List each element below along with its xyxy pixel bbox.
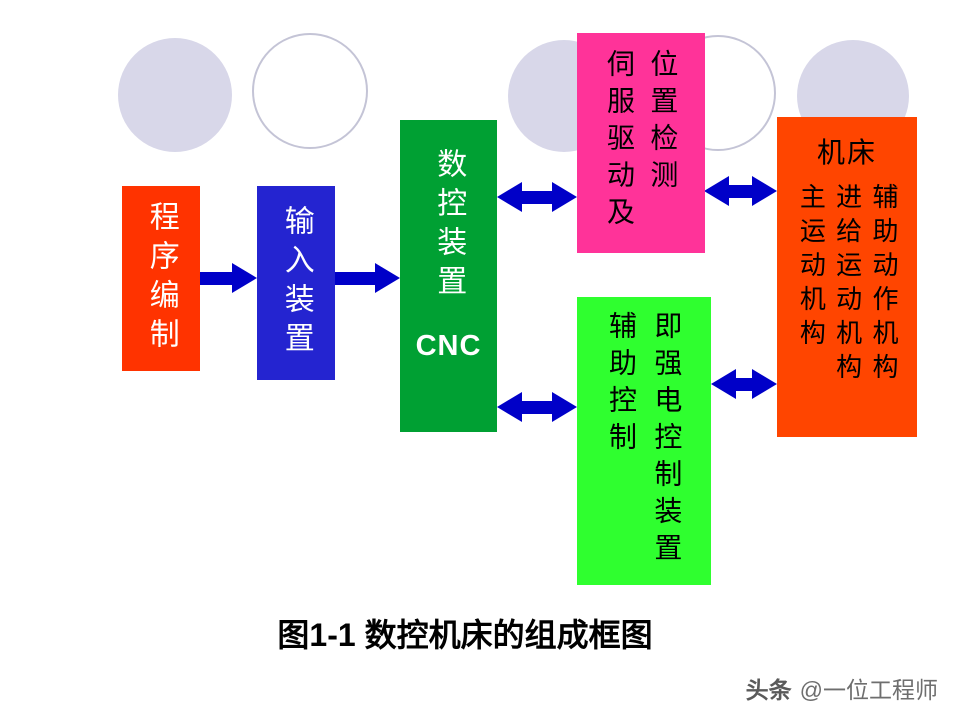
arrow-shaft — [736, 377, 752, 391]
arrow-servo-machine — [704, 176, 777, 206]
watermark-brand: 头条 — [745, 677, 792, 703]
box-machine-title: 机床 — [816, 137, 877, 168]
box-cnc-label: 数控装置 — [432, 148, 466, 304]
box-machine-tool: 机床 主运动机构 进给运动机构 辅助动作机构 — [777, 117, 917, 437]
arrow-head-left-icon — [711, 369, 736, 399]
box-program-label: 程序编制 — [144, 200, 178, 357]
arrow-head-right-icon — [752, 369, 777, 399]
arrow-shaft — [729, 184, 752, 198]
box-machine-columns: 主运动机构 进给运动机构 辅助动作机构 — [796, 183, 899, 387]
arrow-head-left-icon — [497, 392, 522, 422]
box-program-compilation: 程序编制 — [122, 186, 200, 371]
box-servo-column-1: 伺服驱动及 — [604, 49, 635, 234]
arrow-cnc-servo — [497, 182, 577, 212]
box-input-label: 输入装置 — [279, 205, 313, 361]
box-cnc-sublabel: CNC — [415, 330, 482, 362]
box-aux-column-2: 即强电控制装置 — [651, 311, 683, 570]
arrow-program-to-input — [200, 263, 257, 293]
arrow-head-right-icon — [232, 263, 257, 293]
figure-caption: 图1-1 数控机床的组成框图 — [277, 617, 653, 653]
arrow-shaft — [335, 271, 375, 285]
arrow-head-left-icon — [704, 176, 729, 206]
arrow-shaft — [522, 400, 552, 414]
arrow-head-right-icon — [752, 176, 777, 206]
watermark-handle: @一位工程师 — [799, 677, 938, 703]
decor-circle-1 — [118, 38, 232, 152]
box-machine-column-1: 主运动机构 — [796, 183, 827, 353]
box-auxiliary-control: 辅助控制 即强电控制装置 — [577, 297, 711, 585]
arrow-auxcontrol-machine — [711, 369, 777, 399]
box-machine-column-3: 辅助动作机构 — [868, 183, 899, 387]
box-machine-column-2: 进给运动机构 — [832, 183, 863, 387]
arrow-cnc-auxcontrol — [497, 392, 577, 422]
arrow-head-right-icon — [552, 182, 577, 212]
arrow-head-left-icon — [497, 182, 522, 212]
arrow-head-right-icon — [552, 392, 577, 422]
arrow-head-right-icon — [375, 263, 400, 293]
arrow-input-to-cnc — [335, 263, 400, 293]
box-aux-column-1: 辅助控制 — [606, 311, 637, 459]
decor-circle-2 — [252, 33, 368, 149]
arrow-shaft — [522, 190, 552, 204]
box-input-device: 输入装置 — [257, 186, 335, 380]
arrow-shaft — [200, 271, 232, 285]
box-cnc-device: 数控装置 CNC — [400, 120, 497, 432]
watermark: 头条 @一位工程师 — [746, 671, 938, 705]
box-servo-drive-position-detect: 伺服驱动及 位置检测 — [577, 33, 705, 253]
box-servo-column-2: 位置检测 — [647, 49, 679, 197]
